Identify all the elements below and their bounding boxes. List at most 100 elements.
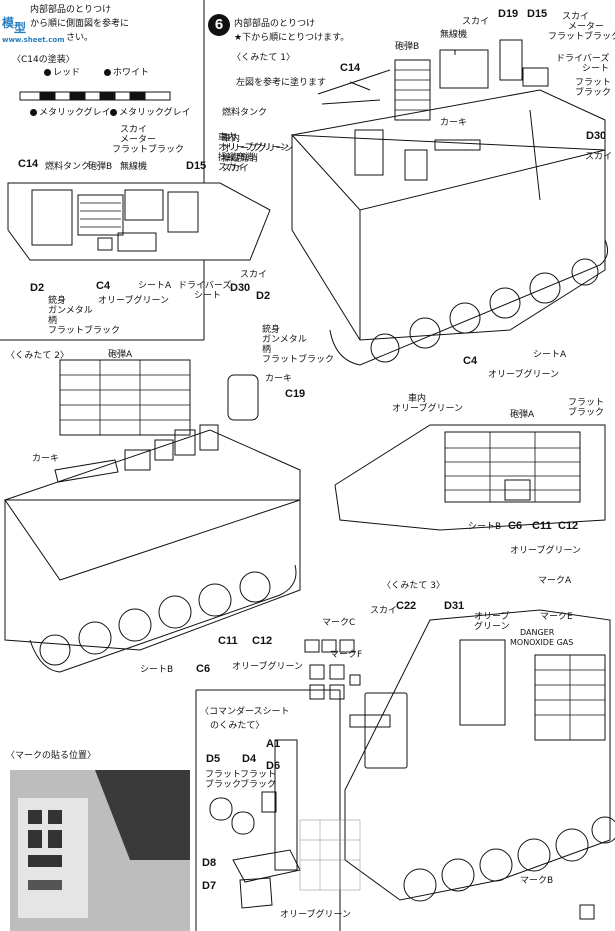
assembly-1-title: 〈くみたて 1〉 — [232, 53, 295, 63]
a2-khaki: カーキ — [32, 454, 60, 464]
paint-white: ホワイト — [104, 68, 149, 78]
side-driver-seat: ドライバーズ — [178, 281, 232, 291]
a3-olive: オリーブ — [474, 612, 510, 622]
a3-danger-1: DANGER — [520, 628, 555, 637]
a3-green: グリーン — [474, 622, 510, 632]
a1-seat-a: シートA — [533, 350, 567, 360]
assembly-2-title: 〈くみたて 2〉 — [6, 351, 69, 361]
cmd-d7-label: D7 — [202, 880, 217, 892]
side-d2-label: D2 — [30, 282, 45, 294]
top-left-line1: 内部部品のとりつけ — [30, 5, 112, 15]
side-sky-meter-1: スカイ — [120, 125, 148, 135]
paint-title: 〈C14の塗装〉 — [12, 55, 75, 65]
a3-danger-2: MONOXIDE GAS — [510, 638, 574, 647]
side-c4-label: C4 — [96, 280, 111, 292]
side-ammo-b: 砲弾B — [88, 162, 113, 172]
a1-sky-3: スカイ — [585, 152, 613, 162]
paint-dot-icon — [104, 69, 111, 76]
paint-dot-icon — [110, 109, 117, 116]
side-gunmetal-2: ガンメタル — [48, 306, 93, 316]
side-sky-meter-3: フラットブラック — [112, 145, 185, 155]
top-left-line2: から順に側面図を参考に — [30, 19, 130, 29]
rs-interior: 車内 — [408, 394, 427, 404]
side-interior-3: 操縦席消 — [218, 153, 255, 163]
cmd-fb-4: ブラック — [240, 780, 277, 790]
a3-mark-b: マークB — [520, 876, 554, 886]
a3-mark-c: マークC — [322, 618, 356, 628]
cmd-d8-label: D8 — [202, 857, 217, 869]
a2-c12-label: C12 — [252, 635, 273, 647]
a1-d15-label: D15 — [527, 8, 548, 20]
side-gunmetal-4: フラットブラック — [48, 326, 121, 336]
cmd-olive-green: オリーブグリーン — [280, 910, 352, 920]
side-radio: 無線機 — [120, 162, 148, 172]
a1-gun-3: 柄 — [262, 345, 272, 355]
a2-olive-green: オリーブグリーン — [232, 662, 304, 672]
paint-metallic-grey-left-label: メタリックグレイ — [39, 108, 111, 118]
a1-driver-seat: ドライバーズ — [556, 54, 610, 64]
a2-c19-label: C19 — [285, 388, 306, 400]
side-sky: スカイ — [240, 270, 268, 280]
paint-metallic-grey-right: メタリックグレイ — [110, 108, 191, 118]
a1-d19-label: D19 — [498, 8, 519, 20]
a2-ammo-a: 砲弾A — [108, 350, 133, 360]
side-d15-label: D15 — [186, 160, 207, 172]
side-gunmetal-1: 銃身 — [48, 296, 67, 306]
paint-dot-icon — [44, 69, 51, 76]
side-sky-meter-2: メーター — [120, 135, 157, 145]
rs-flat: フラット — [568, 398, 605, 408]
rs-c6-label: C6 — [508, 520, 523, 532]
a3-sky: スカイ — [370, 606, 398, 616]
a3-mark-f: マークF — [330, 650, 363, 660]
left-figure-note: 左図を参考に塗ります — [236, 78, 327, 88]
rs-ammo-a: 砲弾A — [510, 410, 535, 420]
a1-d30-label: D30 — [586, 130, 607, 142]
top-left-line3: さい。 — [66, 33, 94, 43]
watermark: 模 型 www.sheet.com — [2, 14, 65, 44]
step-6-title: 内部部品のとりつけ — [234, 19, 316, 29]
cmd-fb-2: ブラック — [205, 780, 242, 790]
a1-ammo-b: 砲弾B — [395, 42, 420, 52]
a1-olive-green-2: オリーブグリーン — [488, 370, 560, 380]
a1-gun-4: フラットブラック — [262, 355, 335, 365]
cmd-fb-1: フラット — [205, 770, 242, 780]
side-interior-2: オリーブグリーン — [218, 143, 290, 153]
a1-black: ブラック — [575, 88, 612, 98]
side-seat-a: シートA — [138, 281, 172, 291]
rs-seat-b: シートB — [468, 522, 502, 532]
side-d30-label: D30 — [230, 282, 251, 294]
a1-gun-1: 銃身 — [262, 325, 281, 335]
side-seat: シート — [194, 291, 222, 301]
cmd-fb-3: フラット — [240, 770, 277, 780]
a3-mark-e: マークE — [540, 612, 573, 622]
rs-olive-green: オリーブグリーン — [392, 404, 464, 414]
assembly-3-title: 〈くみたて 3〉 — [382, 581, 445, 591]
side-interior-1: 車内 — [218, 133, 237, 143]
rs-olive-green-2: オリーブグリーン — [510, 546, 582, 556]
side-interior-4: スカイ — [218, 163, 246, 173]
a1-interior: 車内 — [222, 134, 241, 144]
side-c14-label: C14 — [18, 158, 39, 170]
rs-c12-label: C12 — [558, 520, 579, 532]
step-6-subtitle: ★下から順にとりつけます。 — [234, 33, 350, 43]
a1-sky-2: スカイ — [562, 12, 590, 22]
step-6-badge: 6 — [208, 14, 230, 36]
a1-c14-label: C14 — [340, 62, 361, 74]
cmd-d4-label: D4 — [242, 753, 257, 765]
a1-flat-black: フラットブラック — [548, 32, 615, 42]
commander-title-2: のくみたて〉 — [210, 721, 265, 731]
a3-c22-label: C22 — [396, 600, 417, 612]
watermark-brand-line-1: 模 — [2, 16, 15, 30]
paint-red: レッド — [44, 68, 80, 78]
a1-flat: フラット — [575, 78, 612, 88]
a2-c6-label: C6 — [196, 663, 211, 675]
paint-red-label: レッド — [53, 68, 81, 78]
a1-khaki: カーキ — [440, 118, 468, 128]
a1-d2-label: D2 — [256, 290, 271, 302]
a3-d31-label: D31 — [444, 600, 465, 612]
rs-black: ブラック — [568, 408, 605, 418]
rs-c11-label: C11 — [532, 520, 552, 532]
commander-title: 〈コマンダースシート — [200, 707, 290, 717]
a1-radio: 無線機 — [440, 30, 468, 40]
